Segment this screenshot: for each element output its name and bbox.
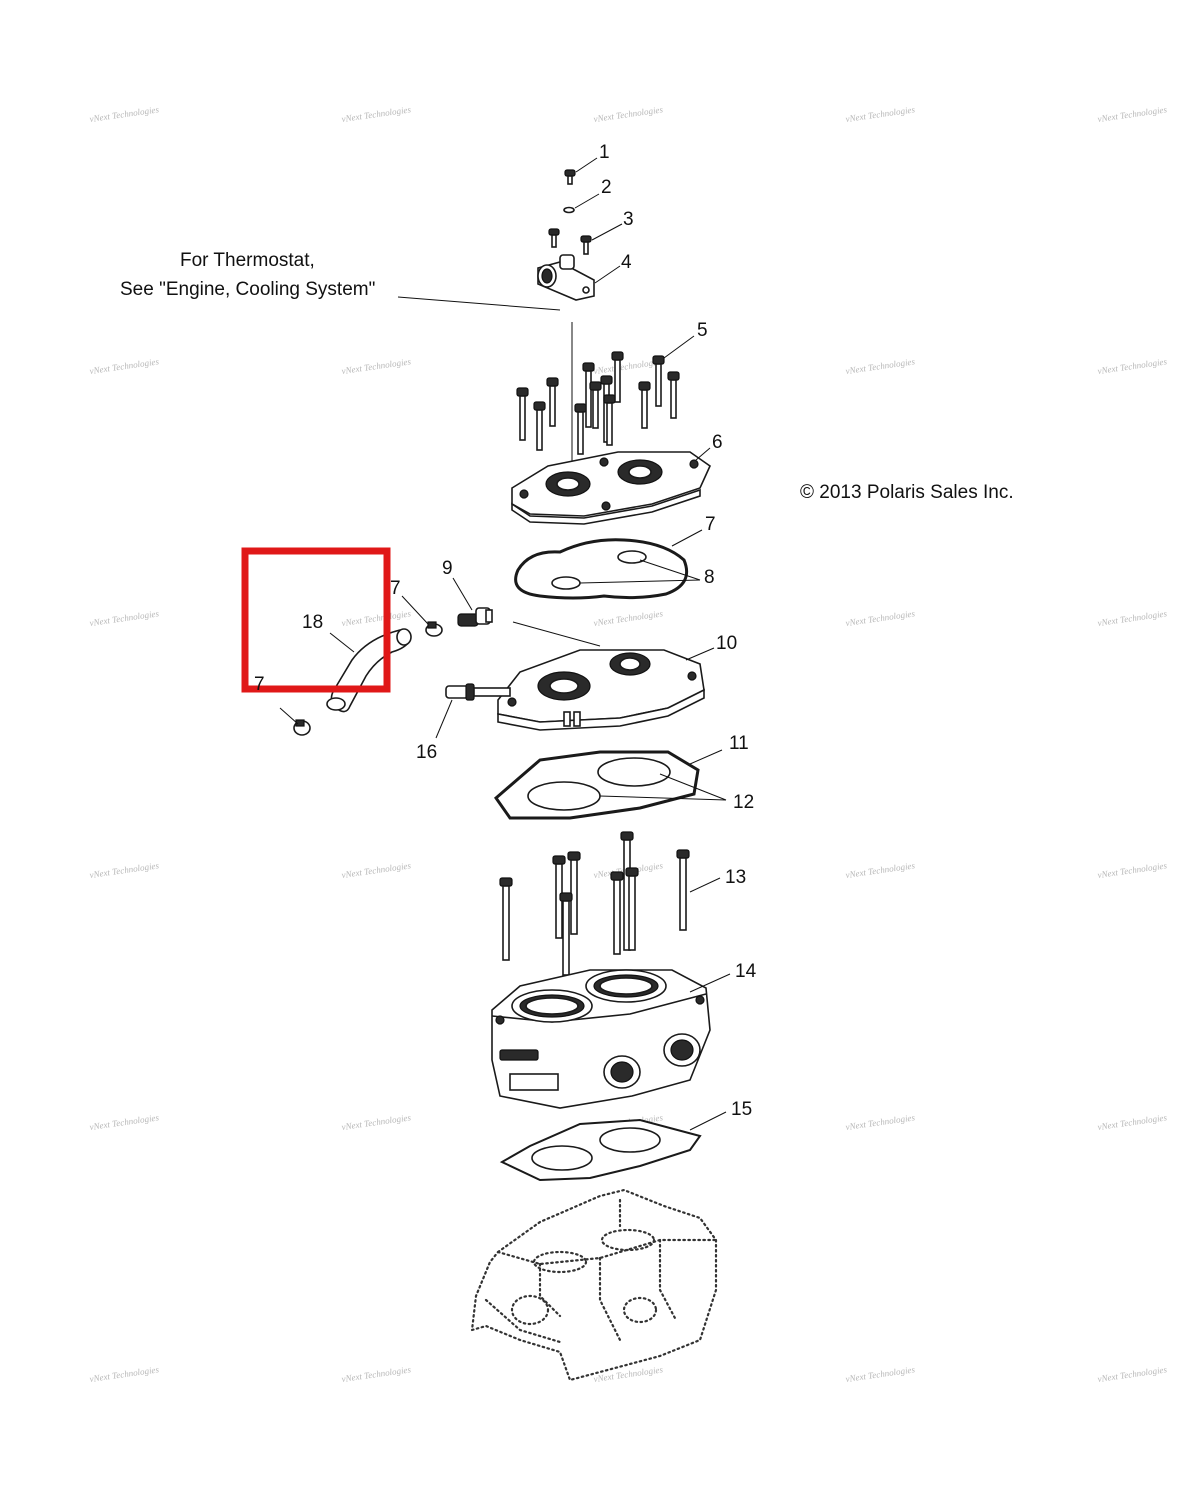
part-5-head-bolts (516, 351, 680, 455)
callout-13: 13 (725, 867, 746, 888)
watermark: vNext Technologies (341, 1364, 412, 1384)
callout-7-lower: 7 (254, 674, 265, 695)
watermark: vNext Technologies (341, 608, 412, 628)
thermostat-note-line2: See "Engine, Cooling System" (120, 279, 375, 300)
watermark: vNext Technologies (1097, 104, 1168, 124)
watermark: vNext Technologies (89, 1112, 160, 1132)
callout-7-top: 7 (705, 514, 716, 535)
callout-9: 9 (442, 558, 453, 579)
callout-8: 8 (704, 567, 715, 588)
watermark: vNext Technologies (845, 1364, 916, 1384)
part-10-cylinder-head (497, 649, 705, 731)
callout-5: 5 (697, 320, 708, 341)
watermark: vNext Technologies (1097, 356, 1168, 376)
callout-18: 18 (302, 612, 323, 633)
part-16-fitting (445, 683, 511, 701)
thermostat-leader (397, 296, 561, 311)
part-13-cylinder-bolts (499, 831, 690, 976)
highlight-box-part-18 (241, 547, 391, 693)
callout-16: 16 (416, 742, 437, 763)
watermark: vNext Technologies (1097, 1364, 1168, 1384)
watermark: vNext Technologies (1097, 608, 1168, 628)
part-6-head-cover (511, 451, 712, 525)
watermark: vNext Technologies (89, 356, 160, 376)
watermark: vNext Technologies (89, 1364, 160, 1384)
callout-14: 14 (735, 961, 757, 982)
callout-11: 11 (729, 733, 749, 754)
watermark: vNext Technologies (593, 1364, 664, 1384)
watermark: vNext Technologies (89, 608, 160, 628)
part-18-coolant-hose (326, 628, 412, 713)
callout-12: 12 (733, 792, 754, 813)
watermark: vNext Technologies (89, 860, 160, 880)
watermark: vNext Technologies (593, 608, 664, 628)
part-2-washer (563, 206, 575, 214)
watermark: vNext Technologies (845, 860, 916, 880)
crankcase-reference-outline (470, 1188, 718, 1382)
part-7-hose-clamp (425, 621, 443, 637)
part-4-thermostat-housing (537, 254, 595, 301)
watermark: vNext Technologies (341, 860, 412, 880)
callout-2: 2 (601, 177, 612, 198)
watermark: vNext Technologies (845, 1112, 916, 1132)
watermark: vNext Technologies (89, 104, 160, 124)
part-7-o-ring (514, 538, 689, 600)
watermark: vNext Technologies (845, 608, 916, 628)
watermark: vNext Technologies (1097, 1112, 1168, 1132)
watermark: vNext Technologies (845, 356, 916, 376)
callout-3: 3 (623, 209, 634, 230)
thermostat-note-line1: For Thermostat, (180, 250, 315, 271)
part-11-head-gasket (493, 750, 700, 820)
watermark: vNext Technologies (845, 104, 916, 124)
callout-7-mid: 7 (390, 578, 401, 599)
callout-6: 6 (712, 432, 723, 453)
part-7-hose-clamp-lower (293, 719, 311, 736)
part-9-elbow-fitting (457, 607, 493, 627)
part-15-base-gasket (499, 1118, 702, 1182)
watermark: vNext Technologies (341, 1112, 412, 1132)
watermark: vNext Technologies (341, 356, 412, 376)
callout-4: 4 (621, 252, 632, 273)
part-8-o-rings (551, 550, 647, 590)
part-3-screws (548, 228, 592, 255)
callout-1: 1 (599, 142, 610, 163)
watermark: vNext Technologies (593, 104, 664, 124)
part-14-cylinder-block (491, 969, 711, 1109)
watermark: vNext Technologies (341, 104, 412, 124)
copyright-text: © 2013 Polaris Sales Inc. (800, 482, 1014, 503)
callout-15: 15 (731, 1099, 752, 1120)
part-1-screw (564, 169, 576, 185)
watermark: vNext Technologies (1097, 860, 1168, 880)
callout-10: 10 (716, 633, 737, 654)
